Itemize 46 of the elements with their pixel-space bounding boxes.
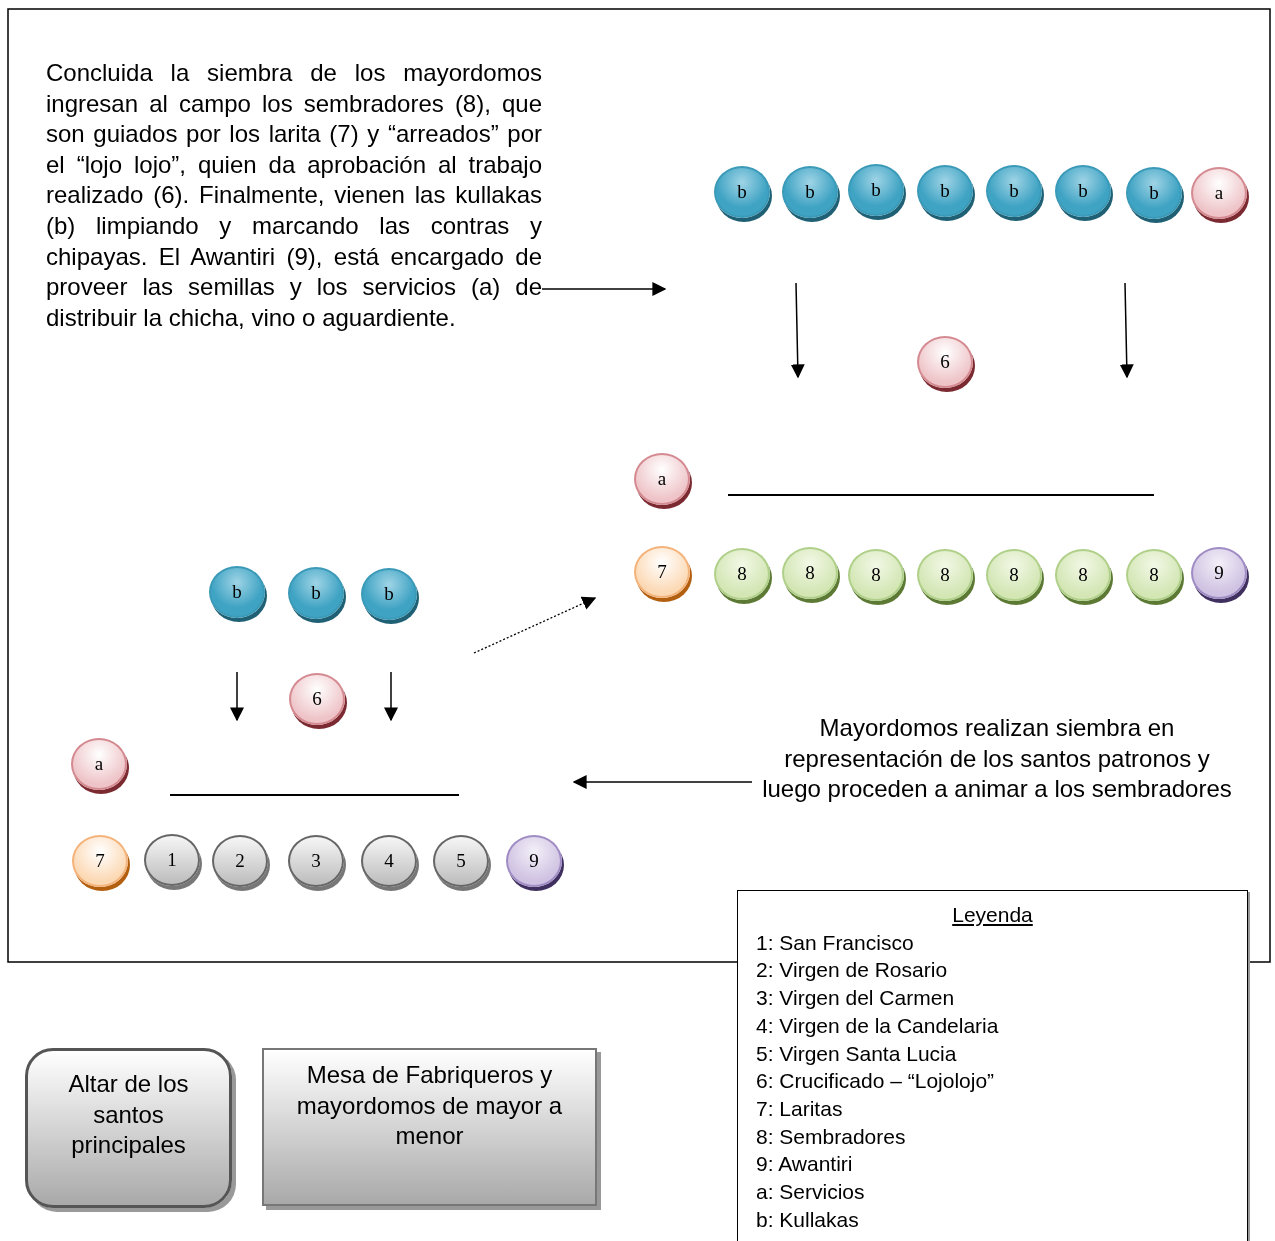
circle-marker: b	[361, 568, 417, 620]
circle-marker: 9	[1191, 547, 1247, 599]
legend-item: 3: Virgen del Carmen	[756, 985, 955, 1012]
circle-marker: 6	[289, 673, 345, 725]
circle-marker: b	[1126, 167, 1182, 219]
circle-marker: b	[848, 164, 904, 216]
circle-marker: 5	[433, 835, 489, 887]
circle-marker: 8	[848, 549, 904, 601]
circle-marker: 8	[1055, 549, 1111, 601]
legend-item: 6: Crucificado – “Lojolojo”	[756, 1068, 995, 1095]
paragraph: Concluida la siembra de los mayordomos ingresan al campo los sembradores (8), que son guiados por los larita (7) y “arreados” por el “lojo lojo”, quien da aprobación al trabajo realizado (6). Finalmente, vienen las kullakas (b) limpiando y marcando las contras y chipayas. El Awantiri (9), está encargado de proveer las semillas y los servicios (a) de distribuir la chicha, vino o aguardiente.	[46, 58, 542, 334]
paragraph: Mayordomos realizan siembra en representación de los santos patronos y luego proceden a animar a los sembradores	[752, 713, 1242, 805]
circle-marker: a	[71, 738, 127, 790]
circle-marker: 8	[1126, 549, 1182, 601]
circle-marker: 8	[782, 547, 838, 599]
circle-marker: 6	[917, 336, 973, 388]
legend-item: 5: Virgen Santa Lucia	[756, 1040, 957, 1067]
legend-item: 4: Virgen de la Candelaria	[756, 1012, 999, 1039]
legend-item: 2: Virgen de Rosario	[756, 957, 948, 984]
legend-item: 1: San Francisco	[756, 929, 914, 956]
circle-marker: b	[288, 567, 344, 619]
circle-marker: 3	[288, 835, 344, 887]
circle-marker: b	[209, 566, 265, 618]
legend-box	[737, 890, 1248, 1241]
circle-marker: 1	[144, 834, 200, 886]
legend-item: a: Servicios	[756, 1179, 865, 1206]
circle-marker: 4	[361, 835, 417, 887]
circle-marker: 8	[714, 548, 770, 600]
circle-marker: 2	[212, 835, 268, 887]
circle-marker: 7	[634, 546, 690, 598]
circle-marker: 7	[72, 835, 128, 887]
circle-marker: a	[1191, 167, 1247, 219]
arrow	[541, 282, 667, 296]
legend-heading: Leyenda	[952, 903, 1033, 926]
circle-marker: 8	[917, 549, 973, 601]
circle-marker: 9	[506, 835, 562, 887]
legend-item: 9: Awantiri	[756, 1151, 853, 1178]
legend-item: 7: Laritas	[756, 1095, 843, 1122]
circle-marker: b	[714, 166, 770, 218]
circle-marker: b	[1055, 165, 1111, 217]
legend-item: 8: Sembradores	[756, 1123, 906, 1150]
circle-marker: b	[782, 166, 838, 218]
circle-marker: b	[917, 165, 973, 217]
arrow	[572, 775, 753, 789]
legend-item: b: Kullakas	[756, 1206, 859, 1233]
circle-marker: a	[634, 453, 690, 505]
